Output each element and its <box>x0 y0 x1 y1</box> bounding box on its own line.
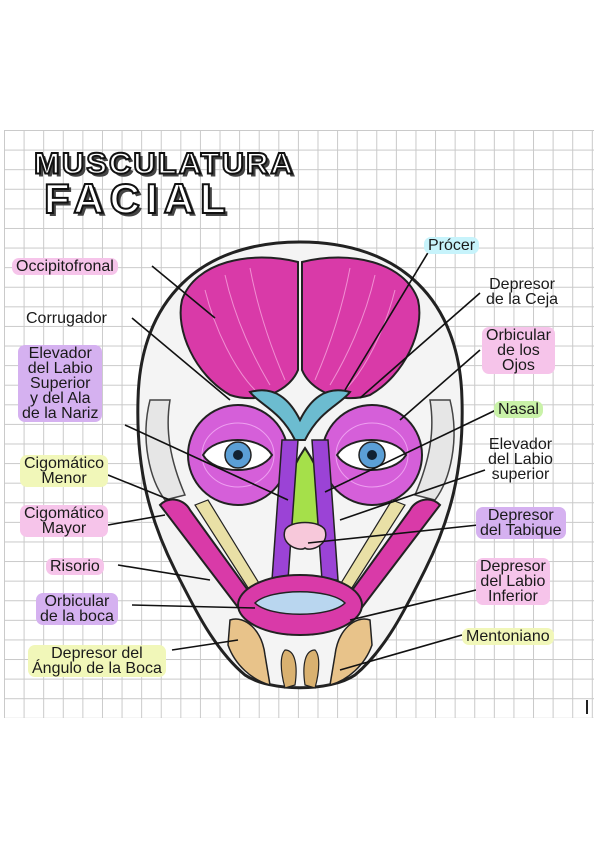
lips <box>253 591 347 615</box>
depressor-anguli-right <box>329 618 373 687</box>
mentalis-left <box>280 649 297 689</box>
leader-lines <box>107 245 497 671</box>
label-mentoniano: Mentoniano <box>462 628 554 645</box>
label-cigomatico-menor: Cigomático Menor <box>20 455 109 487</box>
page-edge-mark <box>586 700 588 714</box>
label-cigomatico-mayor: Cigomático Mayor <box>20 505 109 537</box>
mentalis-right <box>303 649 320 689</box>
label-risorio: Risorio <box>46 558 104 575</box>
cheek-bone-right <box>413 399 455 501</box>
zygomaticus-major-right <box>343 498 442 612</box>
label-orbicular-boca: Orbicular de la boca <box>36 593 118 625</box>
procerus-corrugator <box>248 389 352 441</box>
depressor-anguli-left <box>227 618 271 687</box>
label-elevador-labio-superior-ala: Elevador del Labio Superior y del Ala de… <box>18 345 103 422</box>
frontalis-fibers <box>204 267 396 391</box>
nose-tip <box>283 521 327 550</box>
label-depresor-angulo-boca: Depresor del Ángulo de la Boca <box>28 645 166 677</box>
label-depresor-tabique: Depresor del Tabique <box>476 507 566 539</box>
label-corrugador: Corrugador <box>26 310 107 327</box>
title-line-2: FACIAL <box>43 175 232 222</box>
label-depresor-ceja: Depresor de la Ceja <box>486 276 559 308</box>
title-line-1: MUSCULATURA <box>33 146 295 181</box>
zygomaticus-major-left <box>158 498 257 612</box>
label-elevador-labio-superior: Elevador del Labio superior <box>488 436 553 483</box>
cheek-bone-left <box>145 399 187 501</box>
label-procer: Prócer <box>424 237 480 254</box>
label-depresor-labio-inferior: Depresor del Labio Inferior <box>476 558 550 605</box>
label-orbicular-ojos: Orbicular de los Ojos <box>482 327 555 374</box>
label-occipitofrontal: Occipitofronal <box>12 258 118 275</box>
label-nasal: Nasal <box>494 401 543 418</box>
